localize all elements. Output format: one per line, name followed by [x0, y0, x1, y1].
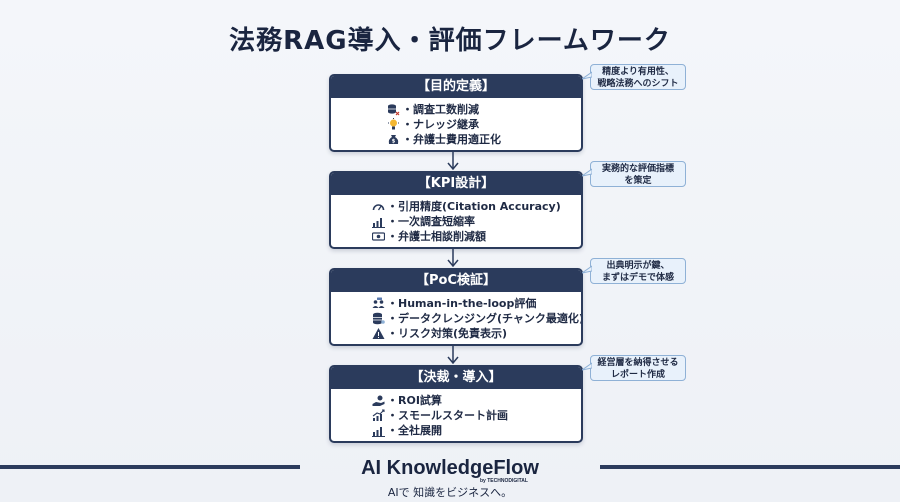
item-text: ・データクレンジング(チャンク最適化) — [387, 312, 583, 325]
money-bag-icon: $ — [387, 133, 400, 146]
banknote-icon — [372, 230, 385, 243]
note-line: まずはデモで体感 — [601, 273, 674, 283]
step-purpose-header: 【目的定義】 — [331, 76, 581, 98]
step-purpose-item: ・ナレッジ継承 — [331, 117, 581, 132]
step-poc-box: 【PoC検証】 ・Human-in-the-loop評価 ・データクレンジング(… — [329, 268, 583, 346]
step-poc-item: ・リスク対策(免責表示) — [331, 326, 581, 341]
step-kpi-item: ・引用精度(Citation Accuracy) — [331, 199, 581, 214]
step-kpi-item: ・弁護士相談削減額 — [331, 229, 581, 244]
warning-icon — [372, 327, 385, 340]
item-text: ・全社展開 — [387, 424, 442, 437]
side-note: 精度より有用性、 戦略法務へのシフト — [582, 64, 686, 90]
item-text: ・調査工数削減 — [402, 103, 479, 116]
note-line: 経営層を納得させる — [597, 358, 679, 368]
step-purpose-item: $ ・弁護士費用適正化 — [331, 132, 581, 147]
flow-arrow — [447, 152, 459, 170]
note-line: 実務的な評価指標 — [601, 164, 674, 174]
brand-byline: by TECHNODIGITAL — [480, 478, 528, 484]
step-decision-item: ・スモールスタート計画 — [331, 408, 581, 423]
item-text: ・一次調査短縮率 — [387, 215, 475, 228]
item-text: ・ROI試算 — [387, 394, 442, 407]
side-note: 出典明示が鍵、 まずはデモで体感 — [582, 258, 686, 284]
gauge-icon — [372, 200, 385, 213]
item-text: ・弁護士相談削減額 — [387, 230, 486, 243]
hand-coin-icon — [372, 394, 385, 407]
step-kpi-item: ・一次調査短縮率 — [331, 214, 581, 229]
flow-arrow — [447, 249, 459, 267]
lightbulb-icon — [387, 118, 400, 131]
growth-chart-icon — [372, 409, 385, 422]
item-text: ・Human-in-the-loop評価 — [387, 297, 537, 310]
flow-arrow — [447, 346, 459, 364]
step-kpi-box: 【KPI設計】 ・引用精度(Citation Accuracy) ・一次調査短縮… — [329, 171, 583, 249]
note-line: レポート作成 — [610, 370, 665, 380]
step-purpose-item: ・調査工数削減 — [331, 102, 581, 117]
step-decision-box: 【決裁・導入】 ・ROI試算 ・スモールスタート計画 ・全社展開 — [329, 365, 583, 443]
step-poc-header: 【PoC検証】 — [331, 270, 581, 292]
step-decision-item: ・ROI試算 — [331, 393, 581, 408]
item-text: ・弁護士費用適正化 — [402, 133, 501, 146]
step-decision-item: ・全社展開 — [331, 423, 581, 438]
brand-tagline: AIで 知識をビジネスへ。 — [387, 486, 513, 499]
footer-rule-left — [0, 465, 300, 469]
note-line: 精度より有用性、 — [602, 67, 674, 77]
item-text: ・リスク対策(免責表示) — [387, 327, 508, 340]
item-text: ・ナレッジ継承 — [402, 118, 479, 131]
step-kpi-header: 【KPI設計】 — [331, 173, 581, 195]
step-decision-header: 【決裁・導入】 — [331, 367, 581, 389]
step-purpose-box: 【目的定義】 ・調査工数削減 ・ナレッジ継承 $ ・弁護士費用適正化 — [329, 74, 583, 152]
item-text: ・スモールスタート計画 — [387, 409, 508, 422]
brand-logo-text: AI KnowledgeFlow — [361, 457, 539, 479]
side-note: 実務的な評価指標 を策定 — [582, 161, 686, 187]
side-note: 経営層を納得させる レポート作成 — [582, 355, 686, 381]
step-poc-item: ・データクレンジング(チャンク最適化) — [331, 311, 581, 326]
people-chat-icon — [372, 297, 385, 310]
bar-chart-icon — [372, 215, 385, 228]
item-text: ・引用精度(Citation Accuracy) — [387, 200, 561, 213]
step-poc-item: ・Human-in-the-loop評価 — [331, 296, 581, 311]
stack-coins-icon — [387, 103, 400, 116]
note-line: 戦略法務へのシフト — [597, 79, 679, 89]
note-line: を策定 — [624, 176, 652, 186]
bar-chart-icon — [372, 424, 385, 437]
note-line: 出典明示が鍵、 — [606, 261, 670, 271]
page-title: 法務RAG導入・評価フレームワーク — [229, 26, 671, 56]
footer-rule-right — [600, 465, 900, 469]
svg-text:$: $ — [392, 139, 396, 145]
database-icon — [372, 312, 385, 325]
